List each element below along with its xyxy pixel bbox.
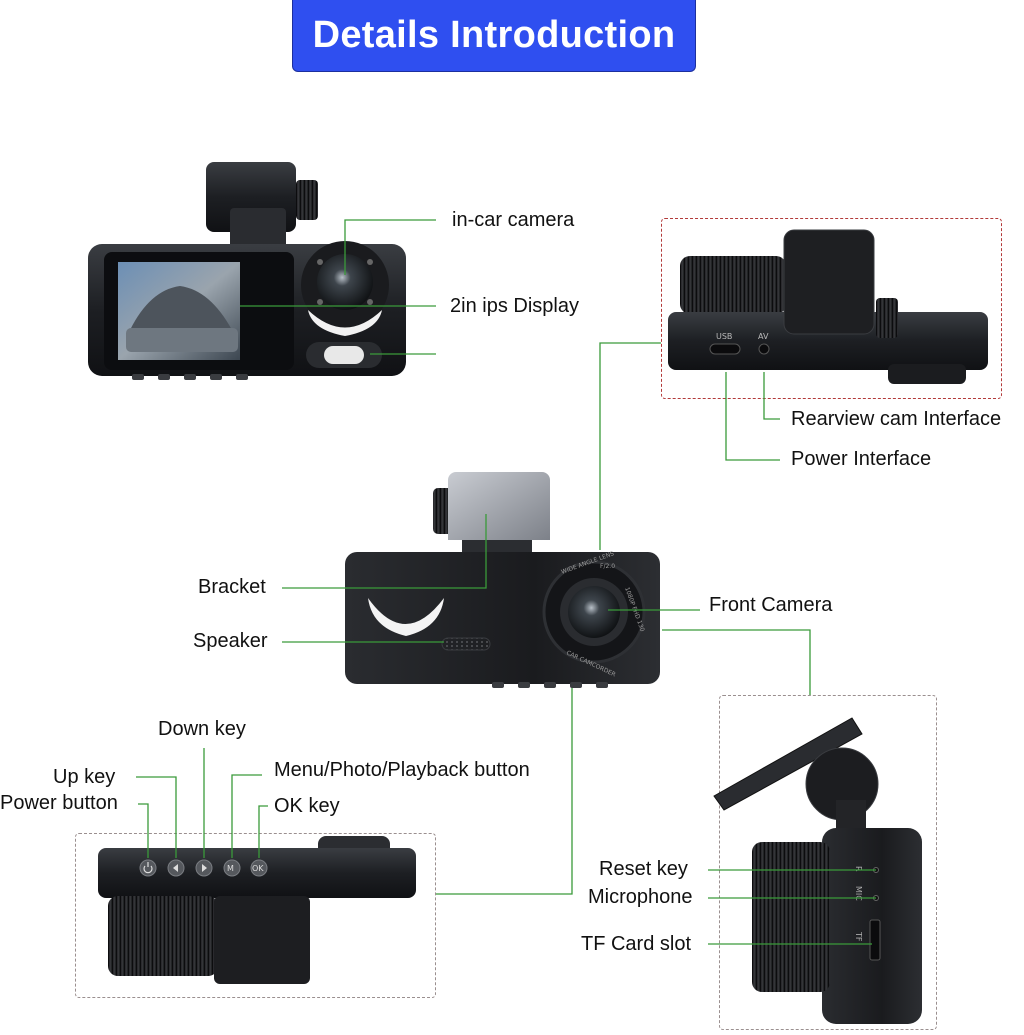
- side-knob: [752, 842, 830, 992]
- tf-mark: TF: [854, 931, 863, 942]
- speaker-grille: [441, 637, 491, 651]
- label-in-car-camera: in-car camera: [452, 209, 575, 231]
- label-rearview-interface: Rearview cam Interface: [791, 408, 1002, 430]
- bracket-plate: [448, 472, 550, 540]
- power-icon: [143, 862, 153, 874]
- rear-device-body: [668, 312, 988, 370]
- av-port-mark: AV: [758, 332, 769, 341]
- usb-port: [709, 343, 741, 355]
- label-tf-slot: TF Card slot: [581, 933, 692, 955]
- screen-car-image: [130, 286, 232, 330]
- right-arrow-icon: [202, 864, 207, 872]
- lens-text-3: F/2.0: [600, 563, 615, 570]
- label-microphone: Microphone: [588, 886, 693, 908]
- leader-menu-button: [231, 774, 262, 858]
- usb-port-mark: USB: [716, 332, 732, 341]
- label-ips-display: 2in ips Display: [450, 295, 579, 317]
- reset-mark: R: [854, 866, 863, 872]
- menu-key-mark: M: [227, 864, 234, 873]
- keys-knob: [108, 896, 218, 976]
- rear-ports-device: USB AV: [668, 229, 988, 384]
- keys-mount: [214, 896, 310, 984]
- label-front-camera: Front Camera: [709, 594, 833, 616]
- ok-key-mark: OK: [252, 864, 264, 873]
- menu-key: [223, 859, 241, 877]
- leader-in-car-camera: [344, 219, 436, 275]
- label-menu-button: Menu/Photo/Playback button: [274, 759, 530, 781]
- rear-mount-plate: [783, 229, 875, 335]
- in-car-camera-lens: [317, 254, 373, 310]
- leader-to-keys-box: [436, 688, 573, 895]
- label-bracket: Bracket: [198, 576, 266, 598]
- label-power-interface: Power Interface: [791, 448, 932, 470]
- side-view-box: [719, 695, 937, 1030]
- rear-ports-box: [661, 218, 1002, 399]
- label-up-key: Up key: [53, 766, 116, 788]
- leader-up-key: [136, 776, 177, 858]
- speaker-light-ring: [368, 598, 444, 636]
- mount-knob: [296, 180, 318, 220]
- label-reset-key: Reset key: [599, 858, 688, 880]
- keys-view-box: [75, 833, 436, 998]
- rear-knob: [680, 256, 786, 314]
- leader-to-ports-box: [599, 342, 661, 550]
- leader-lines: [136, 219, 876, 945]
- leader-ok-key: [258, 805, 268, 858]
- left-arrow-icon: [173, 864, 178, 872]
- led-ring: [308, 310, 382, 336]
- leader-to-side-box: [662, 629, 811, 695]
- label-down-key: Down key: [158, 718, 246, 740]
- power-key: [139, 859, 157, 877]
- front-camera-lens: [568, 586, 620, 638]
- mic-mark: MIC: [854, 886, 863, 901]
- ok-key: [250, 859, 268, 877]
- label-power-button: Power button: [0, 792, 118, 814]
- title-banner: Details Introduction: [292, 0, 696, 72]
- leader-power: [725, 372, 780, 461]
- label-ok-key: OK key: [274, 795, 340, 817]
- leader-bracket: [282, 514, 487, 589]
- mount-arm: [230, 208, 286, 252]
- tf-slot: [869, 919, 881, 961]
- top-device: [88, 162, 406, 380]
- center-device: WIDE ANGLE LENS 1080P FHD 130 F/2.0 CAR …: [345, 472, 660, 688]
- page-title: Details Introduction: [312, 14, 676, 56]
- side-mount-plate: [713, 717, 863, 811]
- leader-rearview: [763, 372, 780, 420]
- side-device: R MIC TF: [713, 717, 922, 1024]
- leader-power-button: [138, 803, 149, 858]
- screen-car-bumper: [126, 328, 238, 352]
- ir-led-light: [324, 346, 364, 364]
- keys-device: M OK: [98, 836, 416, 984]
- av-port: [758, 343, 770, 355]
- label-speaker: Speaker: [193, 630, 268, 652]
